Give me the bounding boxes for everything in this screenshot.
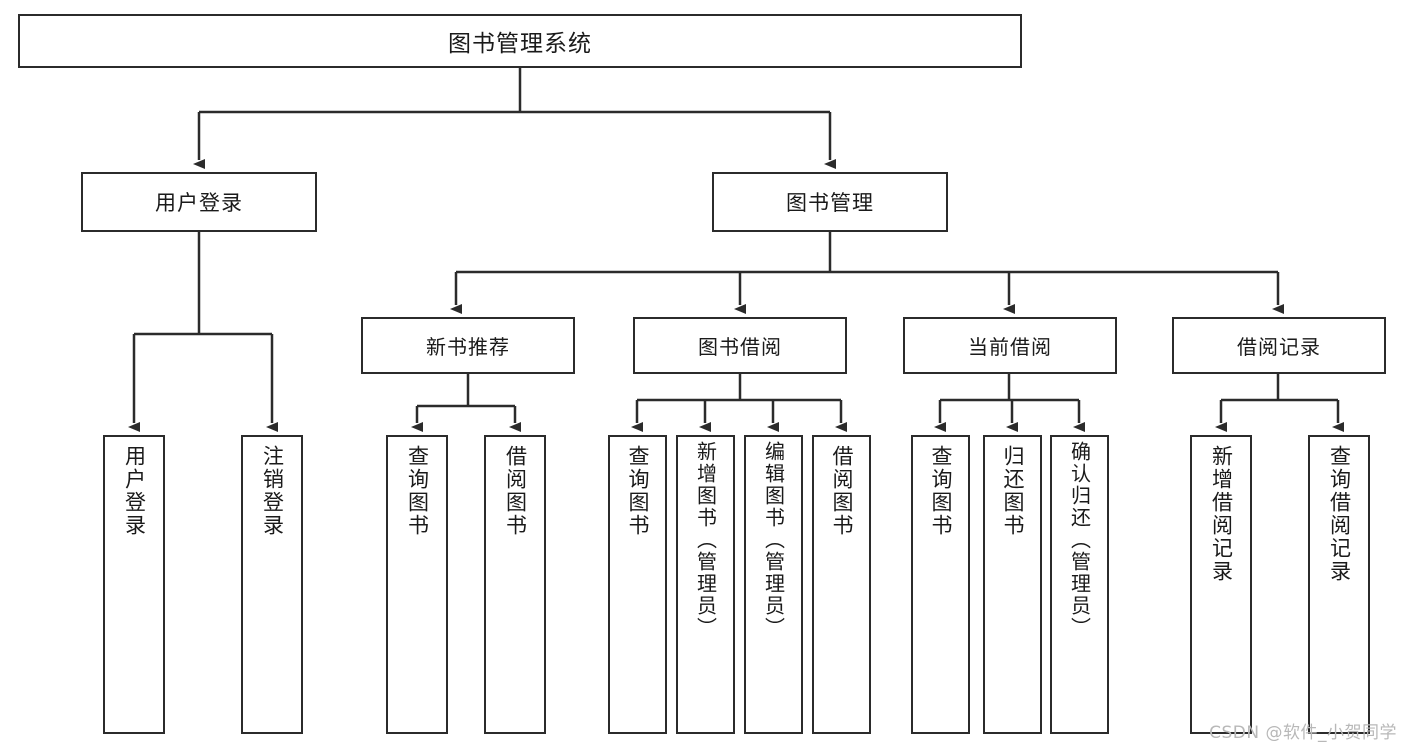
leaf-query-borrow-record-label: 查询借阅记录: [1327, 445, 1352, 583]
leaf-confirm-return-admin-label: 确认归还（管理员）: [1067, 441, 1092, 639]
leaf-query-book-recommend-label: 查询图书: [405, 445, 430, 537]
connector-borrow-record-to-leaves: [1215, 374, 1344, 432]
connector-root-to-level1: [193, 68, 836, 169]
leaf-query-book-current-label: 查询图书: [929, 445, 953, 537]
node-book-borrow[interactable]: 图书借阅: [633, 317, 847, 374]
node-book-management-label: 图书管理: [786, 191, 874, 215]
leaf-borrow-book[interactable]: 借阅图书: [812, 435, 871, 734]
leaf-query-book-current[interactable]: 查询图书: [911, 435, 970, 734]
connector-current-borrow-to-leaves: [934, 374, 1085, 432]
leaf-query-book-recommend[interactable]: 查询图书: [386, 435, 448, 734]
node-current-borrow-label: 当前借阅: [968, 335, 1052, 359]
leaf-edit-book-admin[interactable]: 编辑图书（管理员）: [744, 435, 803, 734]
leaf-user-login[interactable]: 用户登录: [103, 435, 165, 734]
leaf-add-borrow-record[interactable]: 新增借阅记录: [1190, 435, 1252, 734]
node-root[interactable]: 图书管理系统: [18, 14, 1022, 68]
leaf-return-book[interactable]: 归还图书: [983, 435, 1042, 734]
leaf-confirm-return-admin[interactable]: 确认归还（管理员）: [1050, 435, 1109, 734]
leaf-query-book-borrow-label: 查询图书: [626, 445, 650, 537]
node-user-login[interactable]: 用户登录: [81, 172, 317, 232]
watermark-text: CSDN @软件_小贺同学: [1209, 723, 1397, 743]
node-new-book-recommend[interactable]: 新书推荐: [361, 317, 575, 374]
leaf-borrow-book-label: 借阅图书: [830, 445, 854, 537]
node-borrow-record-label: 借阅记录: [1237, 335, 1321, 359]
node-root-label: 图书管理系统: [448, 31, 592, 57]
leaf-logout-label: 注销登录: [260, 445, 285, 537]
leaf-add-book-admin-label: 新增图书（管理员）: [693, 441, 718, 639]
leaf-user-login-label: 用户登录: [122, 445, 147, 537]
node-user-login-label: 用户登录: [155, 191, 243, 215]
node-current-borrow[interactable]: 当前借阅: [903, 317, 1117, 374]
leaf-query-book-borrow[interactable]: 查询图书: [608, 435, 667, 734]
node-borrow-record[interactable]: 借阅记录: [1172, 317, 1386, 374]
node-book-borrow-label: 图书借阅: [698, 335, 782, 359]
leaf-borrow-book-recommend[interactable]: 借阅图书: [484, 435, 546, 734]
leaf-borrow-book-recommend-label: 借阅图书: [503, 445, 528, 537]
leaf-add-borrow-record-label: 新增借阅记录: [1209, 445, 1234, 583]
connector-user-login-to-leaves: [128, 232, 278, 432]
leaf-return-book-label: 归还图书: [1001, 445, 1025, 537]
leaf-logout[interactable]: 注销登录: [241, 435, 303, 734]
connector-book-borrow-to-leaves: [631, 374, 847, 432]
leaf-query-borrow-record[interactable]: 查询借阅记录: [1308, 435, 1370, 734]
connector-book-mgmt-to-level2: [450, 232, 1284, 314]
connector-new-book-to-leaves: [411, 374, 521, 432]
leaf-edit-book-admin-label: 编辑图书（管理员）: [761, 441, 786, 639]
node-book-management[interactable]: 图书管理: [712, 172, 948, 232]
leaf-add-book-admin[interactable]: 新增图书（管理员）: [676, 435, 735, 734]
node-new-book-recommend-label: 新书推荐: [426, 335, 510, 359]
